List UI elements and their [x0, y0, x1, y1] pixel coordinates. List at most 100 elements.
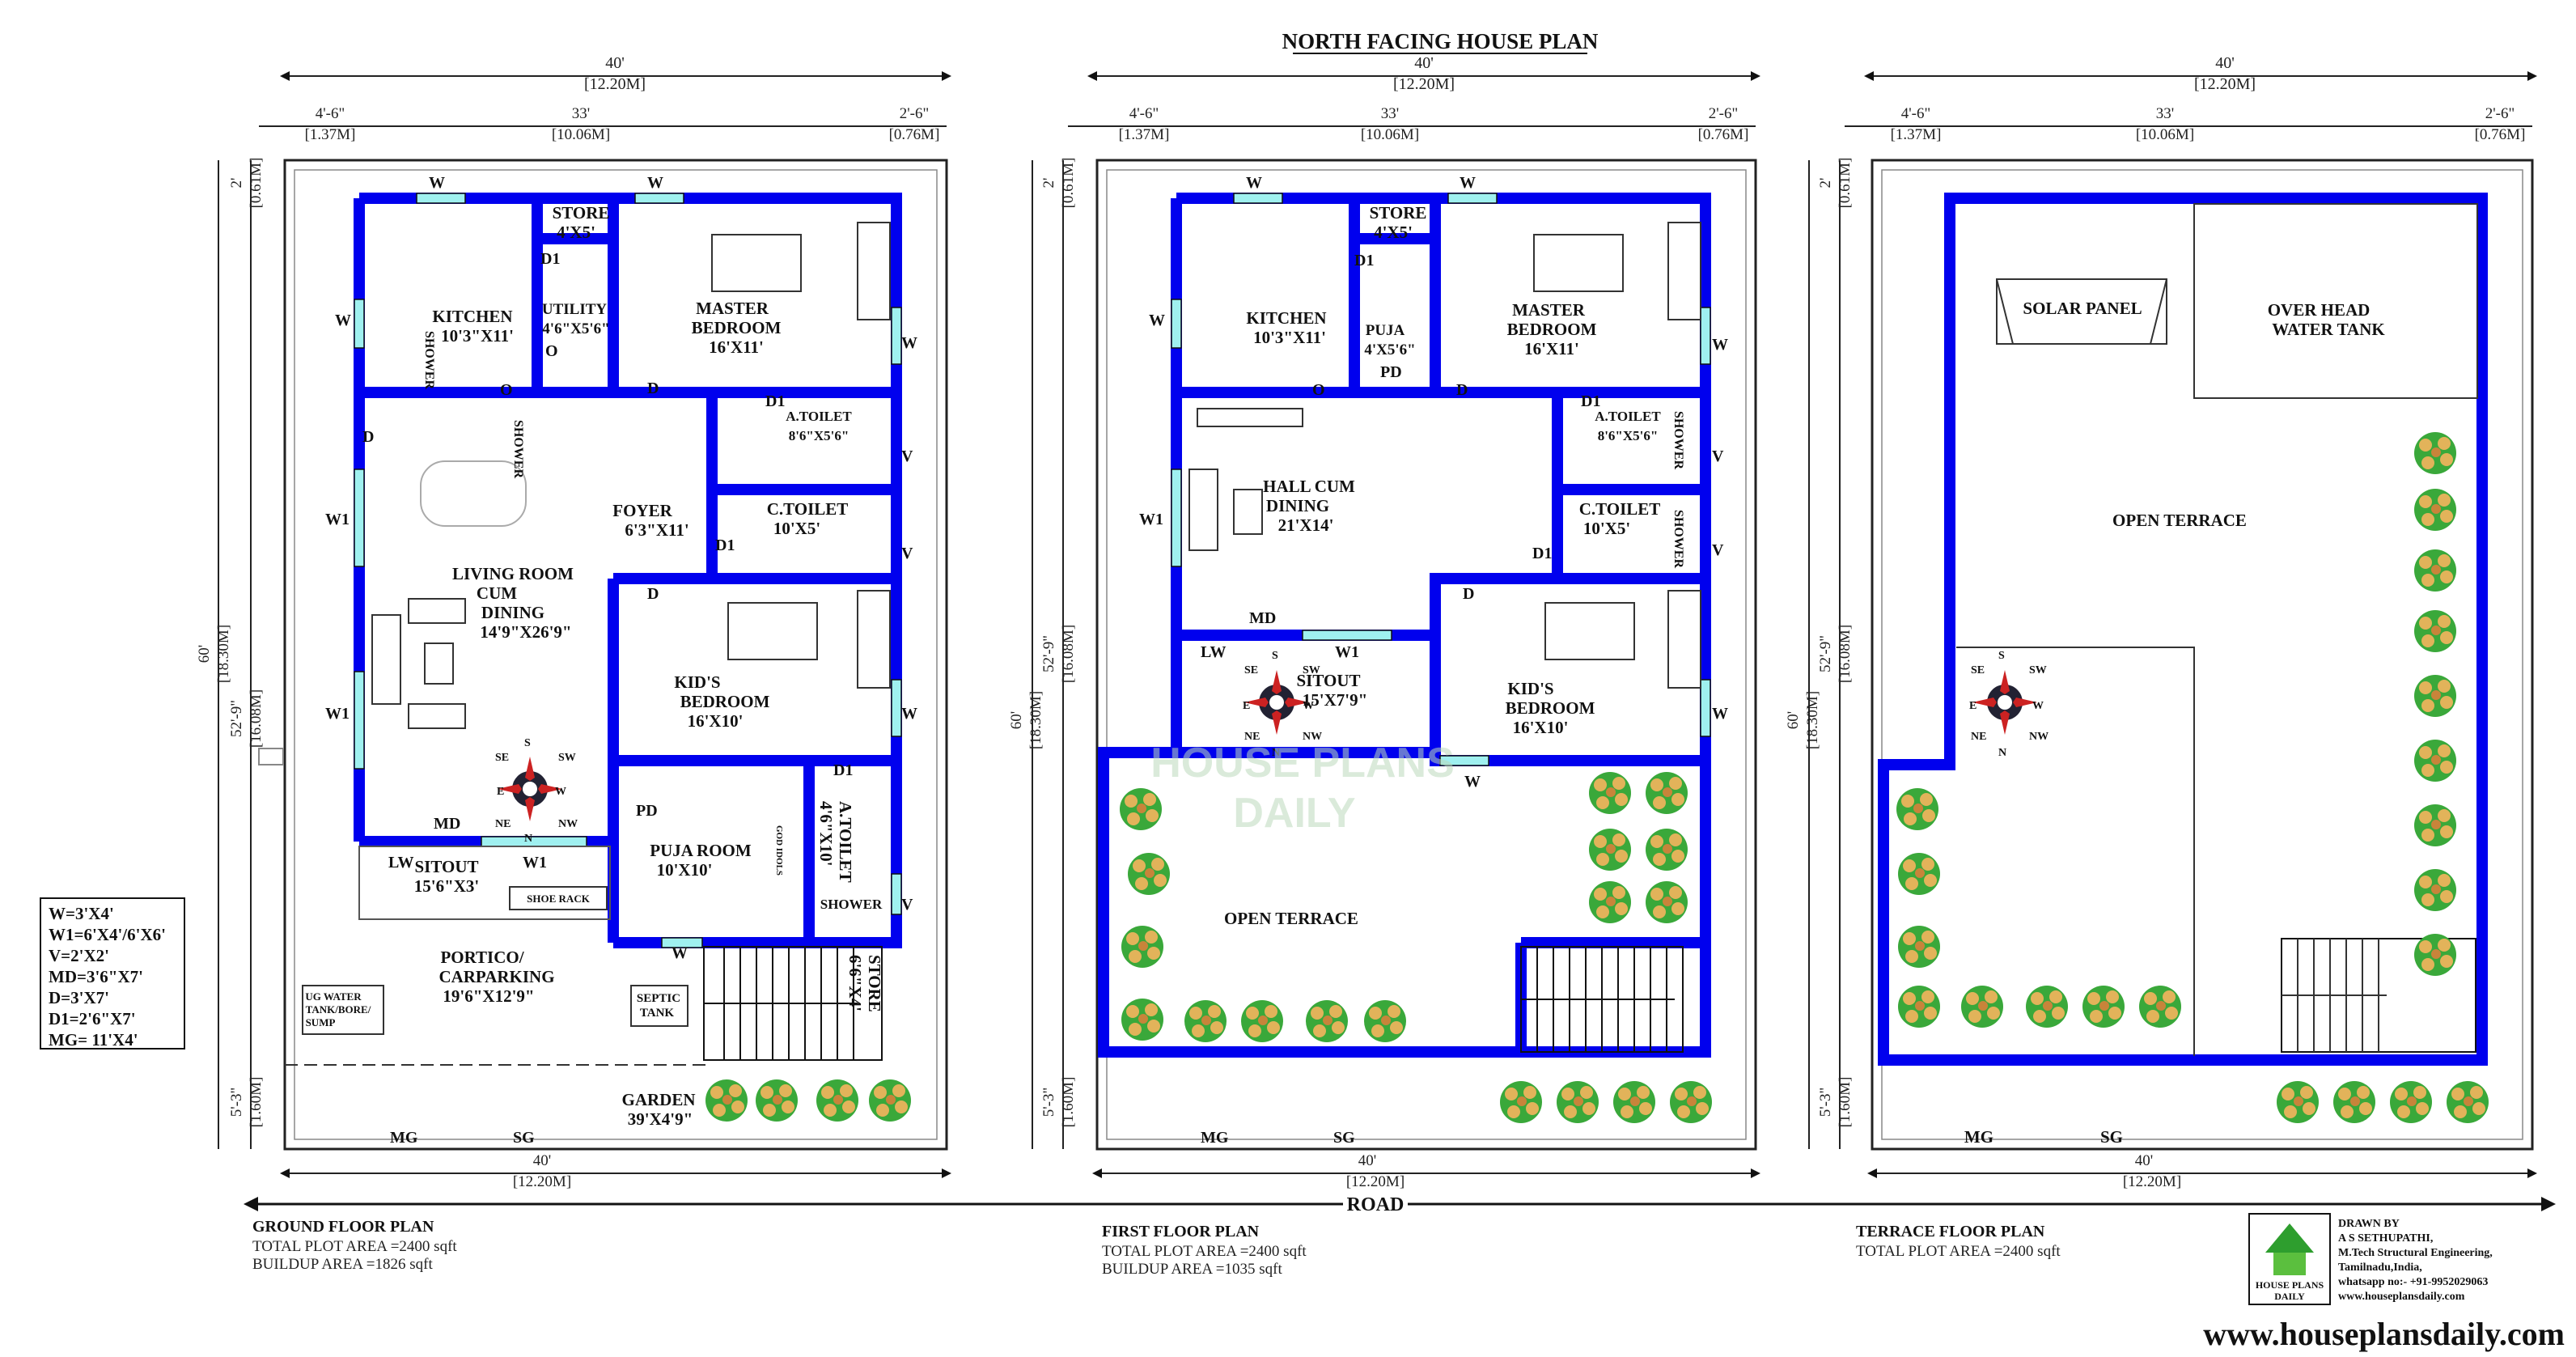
svg-text:SW: SW	[558, 752, 576, 764]
svg-text:W: W	[1460, 174, 1476, 192]
svg-text:WATER TANK: WATER TANK	[2272, 320, 2385, 339]
svg-text:TANK/BORE/: TANK/BORE/	[306, 1003, 371, 1016]
svg-text:N: N	[524, 833, 532, 845]
svg-text:W1=6'X4'/6'X6': W1=6'X4'/6'X6'	[49, 925, 166, 944]
svg-text:D1: D1	[1581, 392, 1600, 410]
first-floor-plan: 40' [12.20M] 4'-6" [1.37M] 33' [10.06M] …	[1008, 54, 1760, 1190]
svg-text:SW: SW	[1303, 664, 1320, 676]
svg-text:14'9"X26'9": 14'9"X26'9"	[480, 622, 571, 642]
plan-title: NORTH FACING HOUSE PLAN	[1282, 29, 1599, 53]
svg-text:5'-3": 5'-3"	[228, 1088, 245, 1117]
svg-text:NE: NE	[495, 818, 511, 830]
svg-text:SE: SE	[495, 752, 509, 764]
svg-text:S: S	[1272, 650, 1278, 662]
svg-text:D1: D1	[715, 536, 735, 554]
svg-text:SE: SE	[1244, 664, 1258, 676]
svg-text:33': 33'	[1381, 105, 1399, 122]
svg-text:SG: SG	[2100, 1127, 2123, 1147]
svg-text:2'-6": 2'-6"	[1709, 105, 1739, 122]
svg-text:A S SETHUPATHI,: A S SETHUPATHI,	[2338, 1232, 2433, 1245]
svg-text:40': 40'	[1414, 54, 1434, 72]
svg-text:[18.30M]: [18.30M]	[215, 625, 232, 683]
svg-text:40': 40'	[605, 54, 625, 72]
svg-text:SEPTIC: SEPTIC	[637, 992, 680, 1005]
svg-text:D: D	[362, 428, 374, 446]
svg-text:LIVING ROOM: LIVING ROOM	[452, 564, 574, 583]
svg-text:STORE: STORE	[1370, 203, 1427, 223]
svg-text:[12.20M]: [12.20M]	[1393, 75, 1455, 93]
svg-text:SW: SW	[2029, 664, 2047, 676]
svg-text:BEDROOM: BEDROOM	[1506, 698, 1595, 718]
svg-text:D1: D1	[765, 392, 785, 410]
svg-text:D1: D1	[1532, 545, 1552, 562]
svg-text:W1: W1	[1335, 643, 1359, 661]
svg-text:4'-6": 4'-6"	[1901, 105, 1931, 122]
svg-text:MD: MD	[434, 815, 460, 833]
svg-text:4'-6": 4'-6"	[316, 105, 345, 122]
svg-text:W: W	[1712, 705, 1728, 723]
svg-text:W: W	[901, 334, 917, 352]
svg-text:CUM: CUM	[477, 583, 517, 603]
ground-floor-plan: 40' [12.20M] 4'-6" [1.37M] 33' [10.06M] …	[196, 54, 951, 1190]
svg-text:52'-9": 52'-9"	[228, 700, 245, 737]
svg-text:40': 40'	[533, 1152, 551, 1169]
svg-text:PUJA: PUJA	[1366, 322, 1405, 339]
svg-text:10'X5': 10'X5'	[773, 519, 820, 538]
svg-text:6'6"X4': 6'6"X4'	[845, 955, 865, 1011]
svg-text:SITOUT: SITOUT	[1297, 671, 1361, 690]
watermark-text: HOUSE PLANS	[1150, 740, 1455, 787]
svg-text:2': 2'	[1817, 178, 1834, 189]
svg-text:KITCHEN: KITCHEN	[1246, 308, 1326, 328]
svg-text:5'-3": 5'-3"	[1817, 1088, 1834, 1117]
svg-text:BEDROOM: BEDROOM	[680, 692, 770, 711]
svg-text:W: W	[1303, 700, 1314, 712]
svg-text:S: S	[1998, 650, 2005, 662]
svg-text:W: W	[1149, 312, 1165, 329]
svg-text:W: W	[335, 312, 351, 329]
svg-text:5'-3": 5'-3"	[1040, 1088, 1057, 1117]
svg-text:LW: LW	[388, 854, 414, 871]
svg-text:W: W	[2032, 700, 2044, 712]
svg-text:W: W	[555, 786, 566, 798]
svg-text:15'X7'9": 15'X7'9"	[1303, 690, 1368, 710]
svg-text:40': 40'	[2215, 54, 2235, 72]
svg-text:SG: SG	[513, 1129, 535, 1147]
svg-text:2'-6": 2'-6"	[2485, 105, 2515, 122]
svg-text:D1: D1	[1354, 252, 1374, 269]
svg-text:SITOUT: SITOUT	[415, 857, 479, 876]
svg-text:DAILY: DAILY	[2274, 1291, 2305, 1302]
brand-logo: HOUSE PLANS DAILY	[2248, 1213, 2331, 1305]
svg-text:BEDROOM: BEDROOM	[1507, 320, 1597, 339]
svg-text:[1.60M]: [1.60M]	[1837, 1077, 1854, 1128]
svg-text:V=2'X2': V=2'X2'	[49, 946, 109, 965]
svg-text:TERRACE FLOOR PLAN: TERRACE FLOOR PLAN	[1856, 1223, 2045, 1240]
svg-text:OPEN TERRACE: OPEN TERRACE	[2112, 511, 2247, 530]
terrace-floor-plan: 40' [12.20M] 4'-6" [1.37M] 33' [10.06M] …	[1785, 54, 2537, 1190]
svg-text:KID'S: KID'S	[1507, 679, 1553, 698]
svg-text:BUILDUP AREA =1826 sqft: BUILDUP AREA =1826 sqft	[252, 1256, 433, 1273]
svg-text:MG: MG	[390, 1129, 418, 1147]
svg-text:[0.76M]: [0.76M]	[2475, 126, 2526, 143]
svg-text:FIRST FLOOR PLAN: FIRST FLOOR PLAN	[1102, 1223, 1260, 1240]
svg-text:W1: W1	[1139, 511, 1163, 528]
svg-text:SOLAR PANEL: SOLAR PANEL	[2023, 299, 2142, 318]
svg-text:W1: W1	[325, 511, 350, 528]
svg-text:D1: D1	[540, 250, 560, 268]
svg-text:BEDROOM: BEDROOM	[692, 318, 782, 337]
svg-text:TOTAL PLOT AREA =2400 sqft: TOTAL PLOT AREA =2400 sqft	[1102, 1243, 1307, 1260]
svg-text:[0.61M]: [0.61M]	[248, 158, 265, 209]
svg-text:16'X11': 16'X11'	[1524, 339, 1579, 358]
svg-text:15'6"X3': 15'6"X3'	[414, 876, 480, 896]
svg-text:4'X5': 4'X5'	[557, 223, 595, 242]
svg-text:PD: PD	[1380, 363, 1402, 381]
svg-text:D: D	[1463, 585, 1474, 603]
svg-text:[10.06M]: [10.06M]	[552, 126, 610, 143]
svg-text:MG: MG	[1201, 1129, 1229, 1147]
window-door-legend	[40, 897, 185, 1050]
svg-text:MG= 11'X4': MG= 11'X4'	[49, 1030, 138, 1050]
footer-url: www.houseplansdaily.com	[2203, 1316, 2565, 1352]
svg-text:N: N	[1998, 747, 2006, 759]
svg-text:NW: NW	[2029, 731, 2049, 743]
ground-floor-caption: GROUND FLOOR PLAN TOTAL PLOT AREA =2400 …	[252, 1218, 457, 1273]
